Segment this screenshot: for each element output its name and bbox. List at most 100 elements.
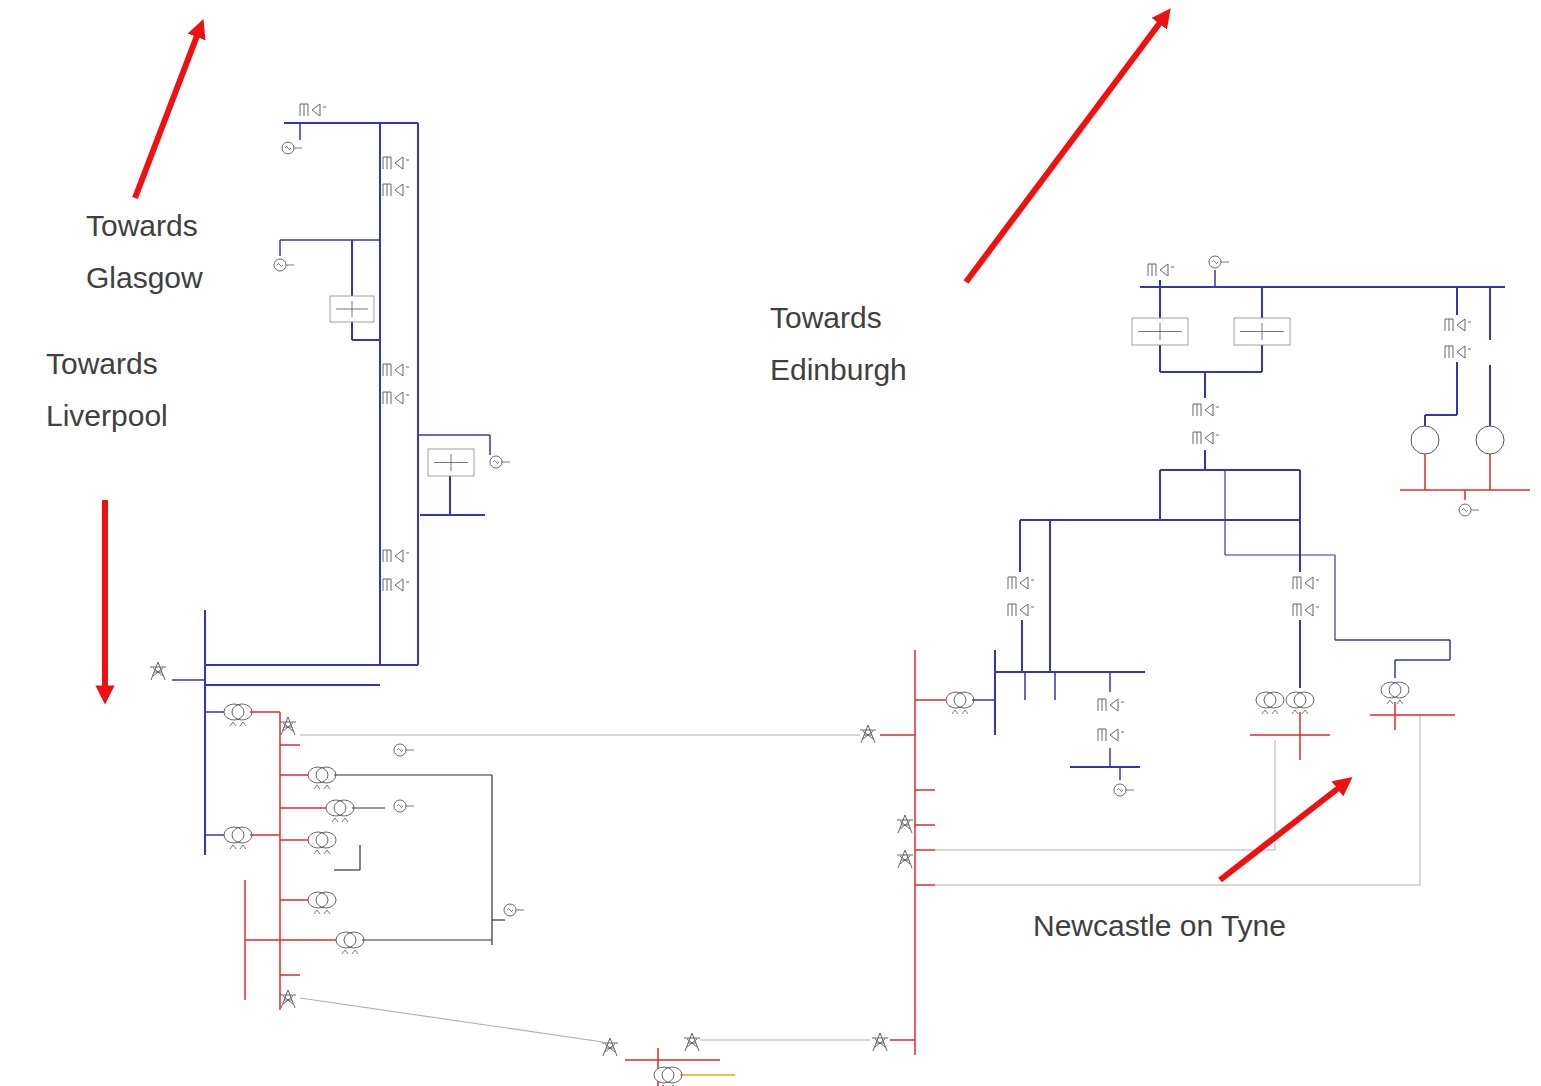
tower-symbol [602, 1038, 618, 1056]
bus-wire [1394, 660, 1396, 678]
bus-wire [1425, 414, 1457, 416]
tower-glyph [602, 1038, 618, 1056]
breaker-symbol [1096, 697, 1124, 713]
winding-mark [332, 818, 348, 822]
winding-circle [308, 767, 328, 783]
bus-wire [351, 240, 353, 296]
breaker-ground [1006, 575, 1034, 591]
breaker-ground [1443, 317, 1471, 333]
tower-glyph [150, 662, 166, 680]
place-label-text: Towards Glasgow [86, 209, 203, 294]
source-symbol [394, 800, 414, 812]
breaker-ground [1191, 402, 1219, 418]
bus-wire [972, 699, 995, 701]
bus-wire [935, 850, 1275, 851]
breaker-symbol [381, 362, 409, 378]
bus-wire [1204, 450, 1206, 470]
breaker-glyph [383, 550, 409, 562]
winding-circle [334, 800, 354, 816]
breaker-symbol [1191, 402, 1219, 418]
tower-symbol [150, 662, 166, 680]
bus-wire [1394, 702, 1396, 730]
source-wave [1462, 509, 1479, 512]
transformer-symbol [308, 832, 336, 854]
bus-wire [994, 650, 996, 735]
breaker-glyph [1008, 604, 1034, 616]
breaker-ground [298, 102, 326, 118]
bus-wire [915, 699, 948, 701]
breaker-glyph [300, 104, 326, 116]
breaker-glyph [383, 364, 409, 376]
bus-wire [1395, 659, 1450, 661]
breaker-symbol [381, 155, 409, 171]
breaker-symbol [381, 548, 409, 564]
bus-wire [280, 974, 300, 976]
bus-wire [1424, 415, 1426, 426]
winding-circle [308, 892, 328, 908]
source-wave [507, 909, 524, 912]
place-label: Newcastle on Tyne [1033, 900, 1353, 952]
breaker-glyph [1445, 346, 1471, 358]
winding-circle [662, 1067, 682, 1083]
direction-arrow [1220, 783, 1345, 880]
winding-circle [316, 767, 336, 783]
bus-wire [205, 711, 226, 713]
regulator-box [1234, 318, 1290, 345]
tower-symbol [872, 1033, 888, 1051]
winding-circle [308, 832, 328, 848]
breaker-symbol [381, 182, 409, 198]
source-wave [1212, 261, 1229, 264]
bus-wire [280, 774, 310, 776]
breaker-glyph [1293, 577, 1319, 589]
bus-wire [280, 839, 310, 841]
bus-wire [880, 734, 915, 736]
bus-wire [279, 240, 281, 256]
bus-wire [1159, 280, 1161, 318]
bus-wire [890, 1039, 915, 1041]
winding-circle [232, 704, 252, 720]
source-wave [285, 147, 302, 150]
transformer-symbol [224, 704, 252, 726]
breaker-glyph [383, 157, 409, 169]
bus-wire [1224, 470, 1225, 555]
source-symbol [490, 456, 510, 468]
tower-glyph [280, 717, 296, 735]
bus-wire [359, 845, 360, 870]
breaker-symbol [1096, 727, 1124, 743]
breaker-symbol [298, 102, 326, 118]
breaker-ground [1006, 602, 1034, 618]
breaker-ground [1096, 697, 1124, 713]
breaker-ground [1291, 602, 1319, 618]
regulator-outline [1234, 318, 1290, 345]
bus-wire [172, 679, 205, 681]
bus-wire [1024, 672, 1026, 700]
winding-mark [1387, 700, 1403, 704]
breaker-glyph [1148, 264, 1174, 276]
regulator-glyph [336, 301, 368, 317]
breaker-symbol [1291, 575, 1319, 591]
winding-circle [316, 892, 336, 908]
bus-wire [1159, 345, 1161, 372]
bus-wire [1250, 734, 1330, 736]
bus-wire [1261, 287, 1263, 318]
regulator-outline [428, 449, 474, 476]
place-label: Towards Edinburgh [770, 292, 990, 396]
generator-symbol [1476, 426, 1504, 454]
tower-glyph [684, 1033, 700, 1051]
bus-wire [1160, 469, 1300, 471]
bus-wire [418, 434, 490, 436]
bus-wire [1020, 519, 1300, 521]
bus-wire [1160, 371, 1262, 373]
tower-glyph [860, 725, 876, 743]
winding-mark [660, 1085, 676, 1086]
source-wave [397, 749, 414, 752]
direction-arrow [966, 16, 1165, 282]
bus-wire [1159, 470, 1161, 520]
breaker-glyph [1193, 404, 1219, 416]
bus-wire [1335, 639, 1450, 641]
breaker-ground [1191, 430, 1219, 446]
bus-wire [1456, 287, 1458, 315]
breaker-symbol [1443, 317, 1471, 333]
